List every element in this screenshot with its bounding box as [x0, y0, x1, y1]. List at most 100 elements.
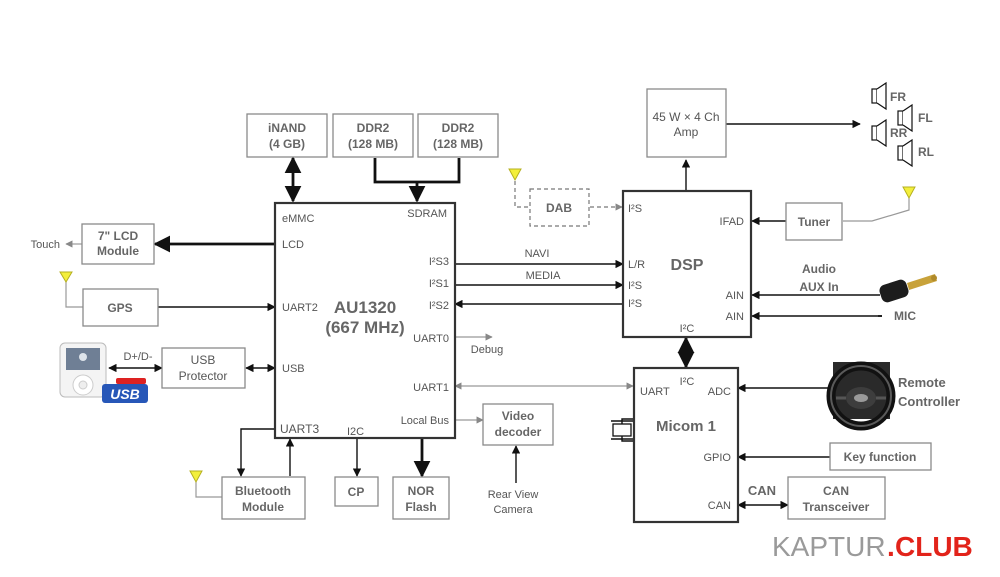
ddr2-a-block — [332, 113, 414, 158]
crystal-icon — [611, 418, 634, 442]
dsp-port-ifad: IFAD — [720, 216, 745, 228]
cp-block — [334, 476, 379, 507]
micom-title: Micom 1 — [656, 418, 716, 435]
usb-logo-text: USB — [110, 386, 140, 402]
dab-block — [529, 188, 590, 227]
ddr2-b-block — [417, 113, 499, 158]
ddr2-b-size: (128 MB) — [433, 137, 483, 151]
video-decoder-block — [482, 403, 554, 446]
video-decoder-title: Video — [502, 409, 534, 423]
watermark-kaptur: KAPTUR — [772, 531, 886, 562]
dsp-title: DSP — [671, 257, 704, 274]
dsp-block — [621, 189, 753, 339]
au1320-title: AU1320 — [334, 298, 396, 317]
inand-label: iNAND — [268, 121, 306, 135]
dsp-port-i2s-top: I²S — [628, 203, 642, 215]
dab-antenna-icon — [508, 168, 522, 182]
micom-port-gpio: GPIO — [703, 452, 731, 464]
watermark-dot: . — [887, 531, 895, 562]
dsp-port-ain2: AIN — [726, 311, 744, 323]
tuner-block — [785, 202, 843, 241]
can-transceiver-subtitle: Transceiver — [803, 500, 870, 514]
micom-port-can: CAN — [708, 500, 731, 512]
aux-in-label: AUX In — [799, 280, 838, 294]
speaker-fl-icon — [897, 103, 913, 133]
watermark-club: CLUB — [895, 531, 973, 562]
port-i2s1: I²S1 — [429, 278, 449, 290]
port-sdram: SDRAM — [407, 208, 447, 220]
rear-view-label: Rear View — [488, 489, 539, 501]
usb-logo-icon: USB — [102, 378, 148, 403]
port-uart3: UART3 — [280, 422, 319, 436]
dsp-port-i2c: I²C — [680, 323, 695, 335]
debug-label: Debug — [471, 344, 503, 356]
tuner-antenna-icon — [902, 186, 916, 200]
amp-label: Amp — [674, 125, 699, 139]
usb-protector-subtitle: Protector — [179, 369, 228, 383]
speaker-fr-icon — [871, 81, 887, 111]
key-function-label: Key function — [844, 450, 917, 464]
can-transceiver-block — [787, 476, 886, 520]
micom-port-i2c: I²C — [680, 376, 695, 388]
steering-wheel-icon — [826, 361, 896, 431]
dplus-label: D+/D- — [123, 351, 152, 363]
gps-block — [82, 288, 159, 327]
port-uart0: UART0 — [413, 333, 449, 345]
bt-antenna-icon — [189, 470, 203, 484]
dsp-port-lr: L/R — [628, 259, 645, 271]
can-bus-label: CAN — [748, 483, 776, 498]
uart3-bt-tx — [236, 428, 275, 477]
can-transceiver-title: CAN — [823, 484, 849, 498]
port-local-bus: Local Bus — [401, 415, 450, 427]
dsp-port-i2s-low: I²S — [628, 298, 642, 310]
dsp-port-ain1: AIN — [726, 290, 744, 302]
nor-flash-subtitle: Flash — [405, 500, 436, 514]
micom-block — [632, 366, 740, 524]
port-usb: USB — [282, 363, 305, 375]
controller-label: Controller — [898, 394, 960, 409]
amp-power: 45 W × 4 Ch — [652, 110, 719, 124]
mic-label: MIC — [894, 309, 916, 323]
remote-label: Remote — [898, 375, 946, 390]
speaker-rr-label: RR — [890, 126, 908, 140]
dab-antenna-wire — [514, 181, 530, 208]
usb-protector-title: USB — [191, 353, 216, 367]
touch-label: Touch — [31, 239, 60, 251]
media-label: MEDIA — [526, 270, 562, 282]
ipod-icon — [59, 342, 107, 398]
port-lcd: LCD — [282, 239, 304, 251]
micom-port-uart: UART — [640, 386, 670, 398]
lcd-module-block — [81, 223, 155, 265]
port-emmc: eMMC — [282, 213, 314, 225]
ddr-bus — [373, 158, 461, 184]
lcd-module-subtitle: Module — [97, 244, 139, 258]
speaker-rl-icon — [897, 138, 913, 168]
video-decoder-subtitle: decoder — [495, 425, 542, 439]
camera-label: Camera — [493, 504, 533, 516]
audio-jack-icon — [879, 274, 937, 303]
port-i2s3: I²S3 — [429, 256, 449, 268]
usb-protector-block — [161, 347, 246, 389]
gps-antenna-wire — [65, 282, 83, 308]
ddr2-a-size: (128 MB) — [348, 137, 398, 151]
bluetooth-subtitle: Module — [242, 500, 284, 514]
ddr2-a-label: DDR2 — [357, 121, 390, 135]
au1320-clock: (667 MHz) — [325, 318, 404, 337]
bluetooth-block — [221, 476, 306, 520]
port-uart2: UART2 — [282, 302, 318, 314]
cp-label: CP — [348, 485, 365, 499]
gps-label: GPS — [107, 301, 132, 315]
bluetooth-title: Bluetooth — [235, 484, 291, 498]
bt-antenna-wire — [195, 482, 222, 498]
speaker-rr-icon — [871, 118, 887, 148]
port-i2c: I2C — [347, 426, 364, 438]
navi-label: NAVI — [525, 248, 550, 260]
micom-port-adc: ADC — [708, 386, 731, 398]
inand-block — [246, 113, 328, 158]
tuner-label: Tuner — [798, 215, 831, 229]
ddr2-b-label: DDR2 — [442, 121, 475, 135]
audio-label: Audio — [802, 262, 836, 276]
nor-flash-block — [392, 476, 450, 520]
